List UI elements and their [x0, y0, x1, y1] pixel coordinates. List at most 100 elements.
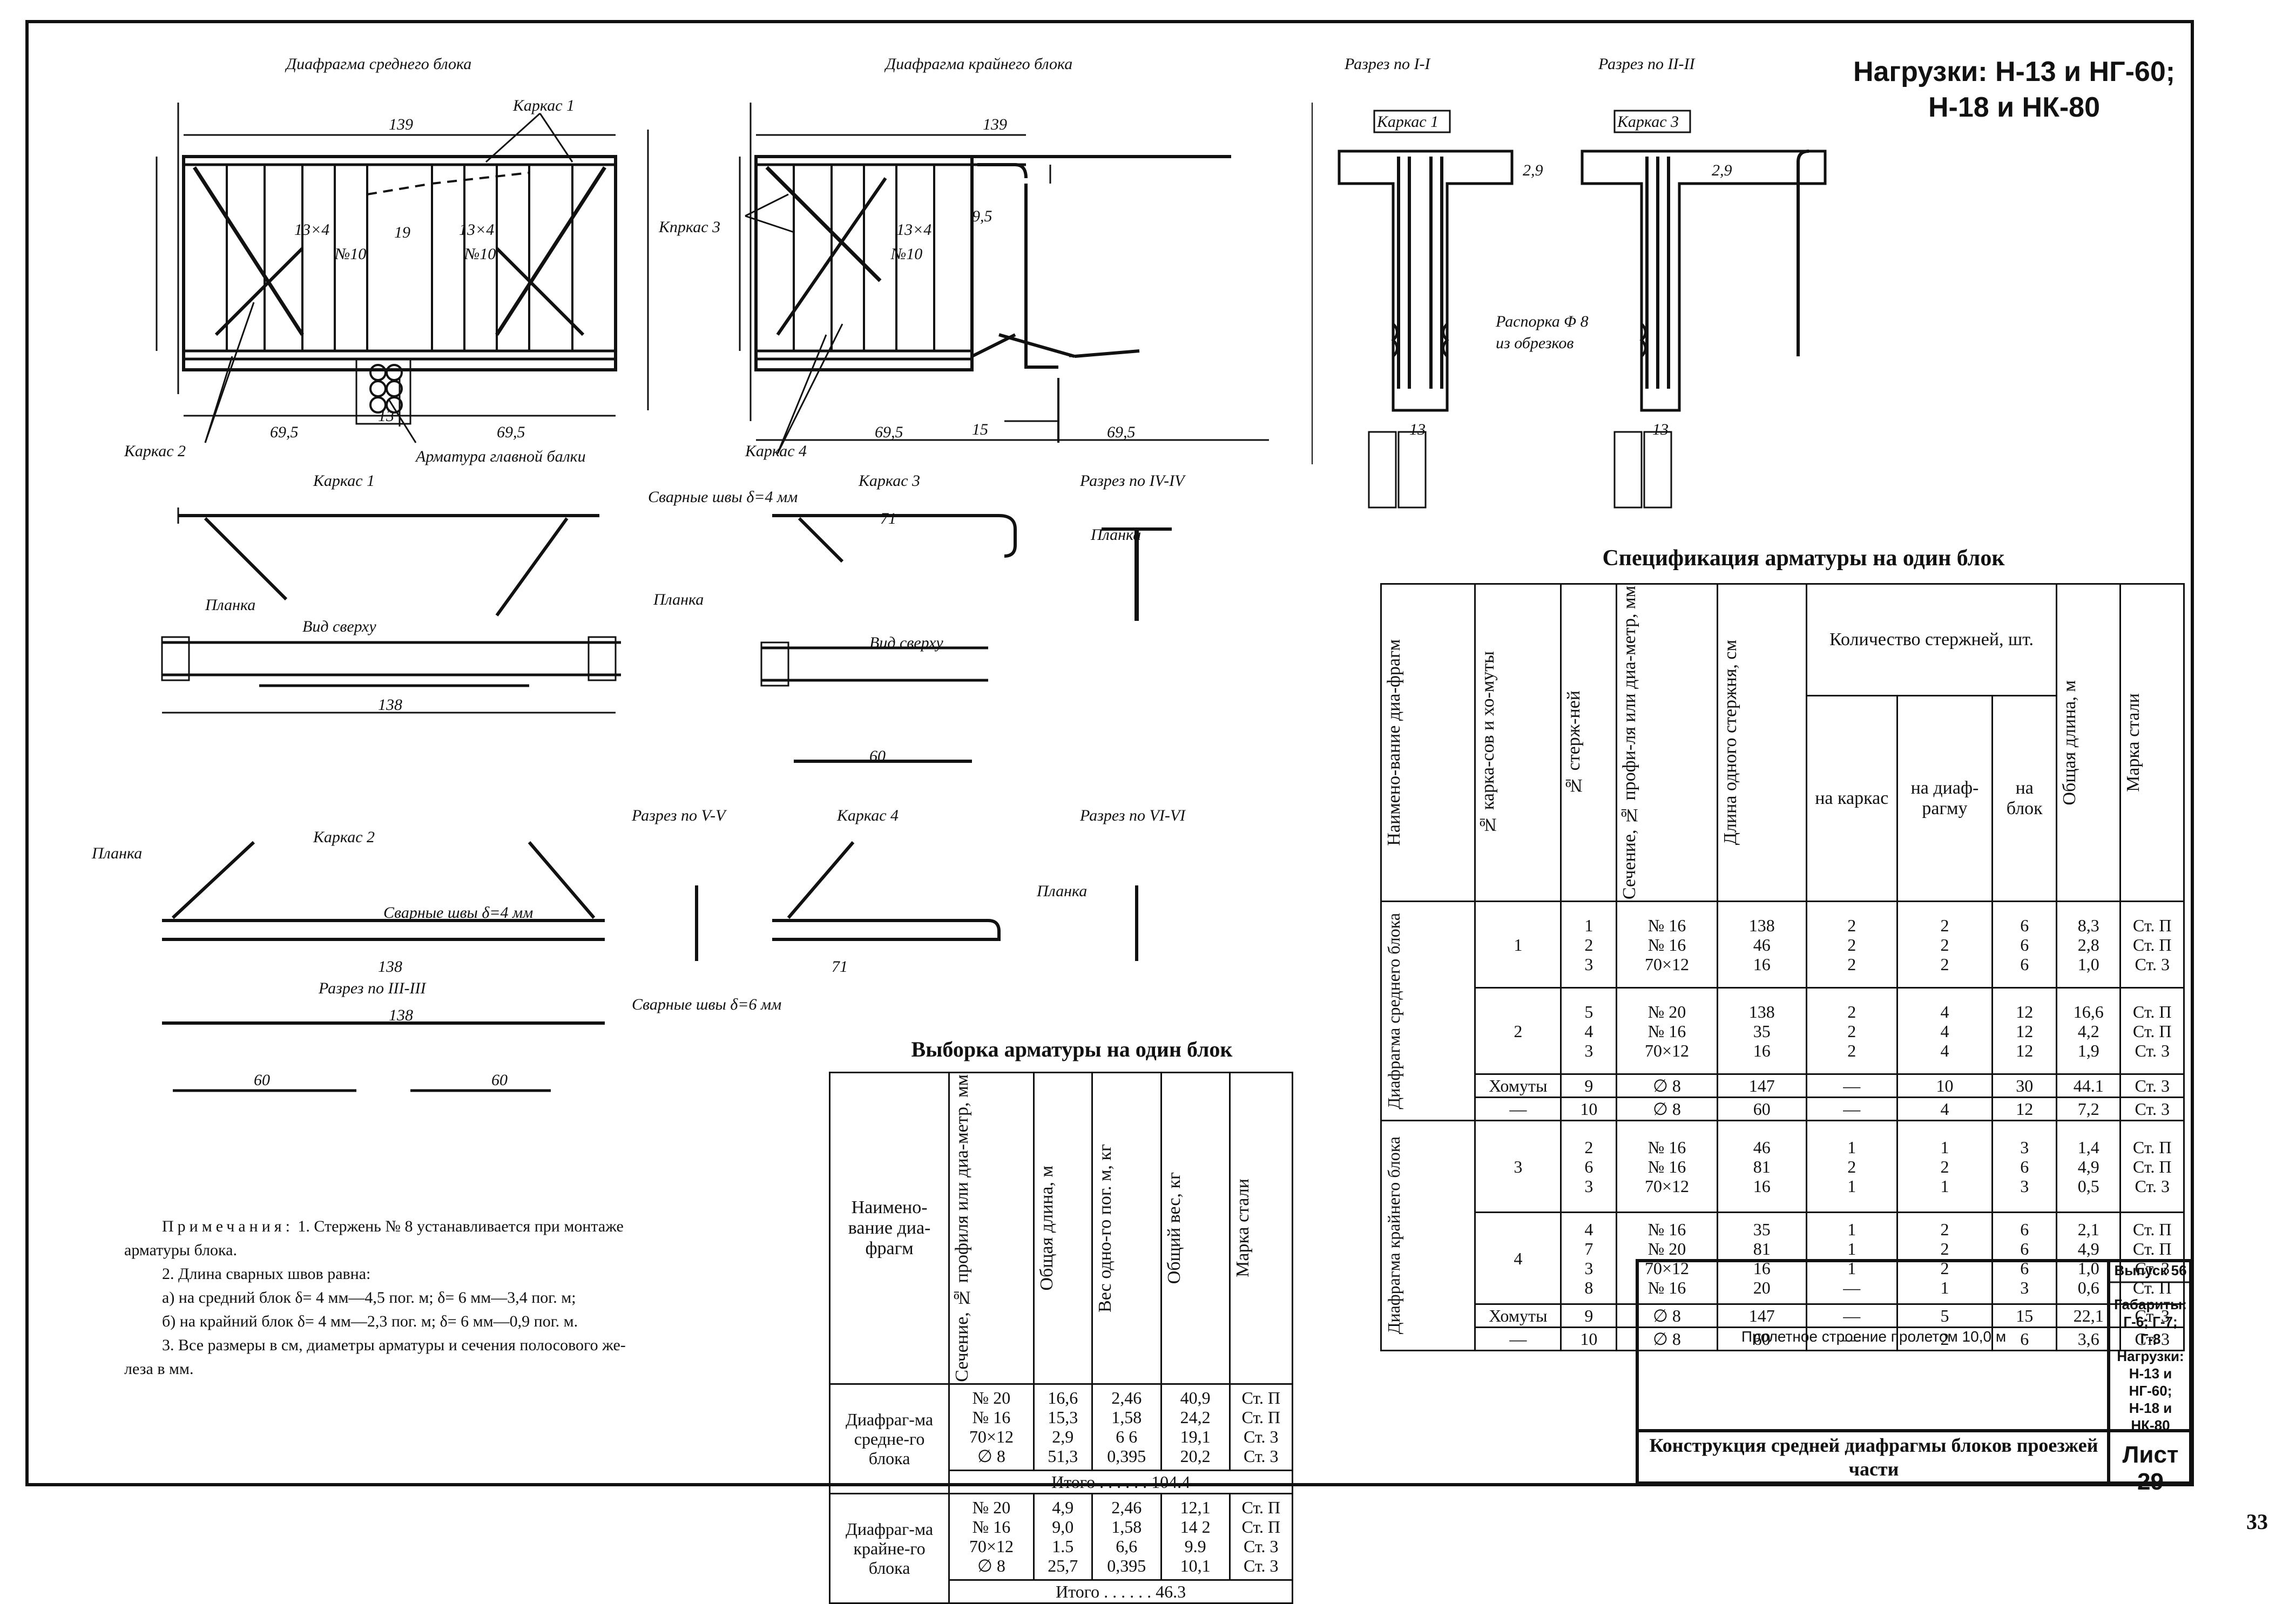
dim-71-k4: 71 — [832, 958, 848, 976]
table-row: Диафрагма среднего блока 1 1 2 3 № 16 № … — [1380, 901, 2185, 1122]
spec-header-total: Общая длина, м — [2059, 680, 2080, 806]
cell: 3 — [1474, 1120, 1562, 1214]
cell: Ст. П Ст. П Ст. 3 — [2119, 1120, 2185, 1214]
spec-header-name: Наимено-вание диа-фрагм — [1384, 639, 1404, 846]
titleblock-issue: Выпуск 56 — [2114, 1262, 2187, 1278]
table-row: Хомуты 9 ∅ 8 147 — 5 15 22,1 Ст. 3 — [1381, 1303, 2185, 1329]
mark-n10-b: №10 — [464, 245, 496, 263]
cell: — — [1805, 1326, 1898, 1352]
dim-138-k2: 138 — [378, 958, 402, 976]
sel-header-weight1: Вес одно-го пог. м, кг — [1095, 1143, 1115, 1312]
spec-header-on-karkas: на каркас — [1805, 694, 1898, 903]
cell: 16,6 15,3 2,9 51,3 — [1032, 1383, 1093, 1471]
sel-header-length: Общая длина, м — [1036, 1166, 1057, 1291]
spec-header-length: Длина одного стержня, см — [1720, 640, 1740, 845]
cell: 22,1 — [2056, 1303, 2122, 1329]
cell: 6 6 6 3 — [1991, 1212, 2058, 1305]
dim-69-5-d: 69,5 — [1107, 423, 1136, 441]
cell: Ст. П Ст. П Ст. 3 Ст. 3 — [1228, 1383, 1293, 1471]
label-karkas-4: Каркас 4 — [745, 442, 807, 460]
label-armatura: Арматура главной балки — [415, 448, 586, 465]
notes-head: Примечания: — [162, 1217, 294, 1235]
cell: 2 2 2 — [1805, 901, 1898, 989]
cell: Ст. П Ст. П Ст. 3 — [2119, 987, 2185, 1075]
cell: 2,46 1,58 6 6 0,395 — [1091, 1383, 1162, 1471]
dim-139-edge: 139 — [983, 116, 1007, 133]
cell: 1 2 1 — [1896, 1120, 1994, 1214]
section-3-title: Разрез по III-III — [318, 979, 427, 997]
loads-line-1: Нагрузки: Н-13 и НГ-60; — [1853, 56, 2176, 87]
cell: 4 — [1896, 1097, 1994, 1122]
cell: 6 6 6 — [1991, 901, 2058, 989]
loads-line-2: Н-18 и НК-80 — [1928, 92, 2101, 123]
dim-2-9-a: 2,9 — [1523, 161, 1543, 179]
cell: — — [1805, 1303, 1898, 1329]
cell: ∅ 8 — [1616, 1097, 1718, 1122]
cell: ∅ 8 — [1616, 1303, 1718, 1329]
mark-n10-c: №10 — [890, 245, 922, 263]
cell: 60 — [1716, 1326, 1807, 1352]
dim-60-b: 60 — [491, 1071, 508, 1089]
titleblock-gab-vals: Г-6; Г-7; Г-8 — [2123, 1314, 2178, 1347]
cell: 6 — [1991, 1326, 2058, 1352]
cell: Ст. 3 — [2119, 1303, 2185, 1329]
table-row: — 10 ∅ 8 60 — 4 12 7,2 Ст. 3 — [1381, 1097, 2185, 1122]
cell: 1 2 1 — [1805, 1120, 1898, 1214]
cell: 35 81 16 20 — [1716, 1212, 1807, 1305]
cell: ∅ 8 — [1616, 1073, 1718, 1099]
spec-header-count: Количество стержней, шт. — [1805, 583, 2058, 696]
titleblock-nagr-1: Н-13 и НГ-60; — [2129, 1365, 2172, 1399]
note-3a: 3. Все размеры в см, диаметры арматуры и… — [162, 1336, 626, 1354]
titleblock-nagr: Нагрузки: — [2117, 1348, 2184, 1364]
drawing-sheet: Диафрагма среднего блока Диафрагма крайн… — [25, 20, 2194, 1486]
titleblock-gabarity: Габариты: — [2114, 1296, 2187, 1312]
sel-group-1-name: Диафраг-ма средне-го блока — [828, 1383, 950, 1494]
cell: № 20 № 16 70×12 — [1616, 987, 1718, 1075]
dim-13x4-c: 13×4 — [896, 221, 931, 239]
spec-group-2-name: Диафрагма крайнего блока — [1384, 1136, 1403, 1335]
spec-group-1-name: Диафрагма среднего блока — [1384, 912, 1403, 1109]
table-row: Хомуты 9 ∅ 8 147 — 10 30 44.1 Ст. 3 — [1381, 1073, 2185, 1099]
sel-header-section: Сечение, № профиля или диа-метр, мм — [952, 1074, 973, 1382]
sel-group-1-total: Итого . . . . . . 104.4 — [948, 1469, 1293, 1494]
table-row: Итого . . . . . . 104.4 — [830, 1469, 1293, 1494]
label-weld-4: Сварные швы δ=4 мм — [648, 488, 798, 506]
cell: Хомуты — [1474, 1073, 1562, 1099]
label-rasporka: Распорка Φ 8 — [1495, 313, 1589, 330]
cell: 40,9 24,2 19,1 20,2 — [1160, 1383, 1231, 1471]
dim-60-k3: 60 — [869, 747, 886, 765]
cell: 1 1 1 — — [1805, 1212, 1898, 1305]
cell: № 16 № 20 70×12 № 16 — [1616, 1212, 1718, 1305]
cell: 5 4 3 — [1560, 987, 1618, 1075]
cell: 60 — [1716, 1097, 1807, 1122]
dim-69-5-a: 69,5 — [270, 423, 299, 441]
sel-header-name: Наимено-вание диа-фрагм — [828, 1072, 950, 1385]
label-karkas-2: Каркас 2 — [124, 442, 186, 460]
cell: 30 — [1991, 1073, 2058, 1099]
table-row: — 10 ∅ 8 60 — 2 6 3,6 Ст. 3 — [1381, 1326, 2185, 1352]
spec-header-karkas: № карка-сов и хо-муты — [1478, 651, 1498, 835]
note-1a: 1. Стержень № 8 устанавливается при монт… — [298, 1217, 624, 1235]
cell: 16,6 4,2 1,9 — [2056, 987, 2122, 1075]
cell: 2 2 2 1 — [1896, 1212, 1994, 1305]
loads-header: Нагрузки: Н-13 и НГ-60; Н-18 и НК-80 — [1798, 54, 2230, 125]
section-4-view — [1102, 527, 1172, 621]
karkas-1-title: Каркас 1 — [313, 472, 375, 490]
spec-table-title: Спецификация арматуры на один блок — [1602, 546, 2005, 571]
dim-69-5-b: 69,5 — [497, 423, 525, 441]
cell: — — [1805, 1097, 1898, 1122]
cell: 2,1 4,9 1,0 0,6 — [2056, 1212, 2122, 1305]
section-1-view — [1338, 110, 1514, 509]
cell: 1,4 4,9 0,5 — [2056, 1120, 2122, 1214]
label-karkas-3: Кпркас 3 — [658, 218, 720, 236]
cell: 2 — [1474, 987, 1562, 1075]
table-row: Диафраг-ма крайне-го блока № 20 № 16 70×… — [828, 1492, 1293, 1604]
table-row: Диафрагма крайнего блока 3 2 6 3 № 16 № … — [1380, 1120, 2185, 1352]
cell: 2 — [1896, 1326, 1994, 1352]
label-planka-vi: Планка — [1036, 882, 1087, 900]
cell: 10 — [1896, 1073, 1994, 1099]
sel-header-steel: Марка стали — [1232, 1179, 1253, 1278]
dim-71-k3: 71 — [880, 510, 896, 527]
topview-1-title: Вид сверху — [302, 618, 376, 635]
dim-139: 139 — [389, 116, 413, 133]
